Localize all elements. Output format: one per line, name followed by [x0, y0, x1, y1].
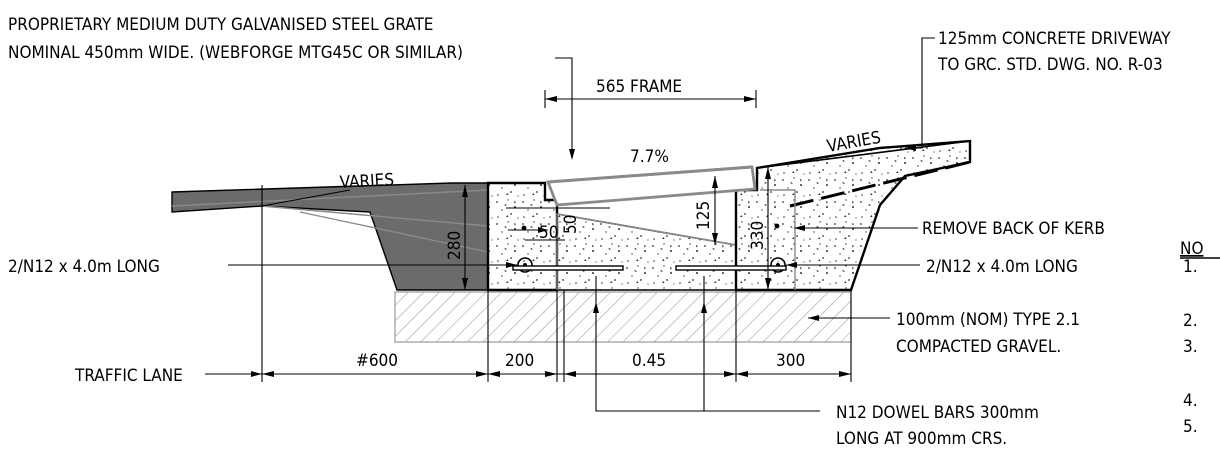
gravel-note-line1: 100mm (NOM) TYPE 2.1 — [896, 310, 1080, 330]
dim-280 — [462, 185, 468, 290]
driveway-note-line2: TO GRC. STD. DWG. NO. R-03 — [937, 55, 1163, 75]
dim-frame — [544, 90, 757, 108]
dim-50a-label: 50 — [539, 223, 558, 243]
note-number-2: 2. — [1183, 311, 1198, 331]
steel-grate — [546, 165, 757, 207]
dim-200-label: 200 — [505, 351, 534, 371]
grate-note-line2: NOMINAL 450mm WIDE. (WEBFORGE MTG45C OR … — [8, 43, 463, 63]
road-pavement-wedge — [171, 182, 489, 291]
driveway-note-line1: 125mm CONCRETE DRIVEWAY — [938, 29, 1171, 49]
frame-dimension-label: 565 FRAME — [596, 77, 682, 97]
dowel-bar-right — [675, 265, 787, 271]
dim-600-label: #600 — [356, 351, 398, 371]
dim-125 — [712, 176, 718, 245]
dim-300-label: 300 — [776, 351, 805, 371]
dim-045-label: 0.45 — [632, 351, 666, 371]
note-number-3: 3. — [1183, 337, 1198, 357]
dim-330-label: 330 — [748, 221, 768, 250]
bars-right-label: 2/N12 x 4.0m LONG — [926, 257, 1078, 277]
note-number-4: 4. — [1183, 391, 1198, 411]
dim-50b-label: 50 — [561, 215, 581, 234]
dowel-note-line2: LONG AT 900mm CRS. — [836, 429, 1007, 449]
traffic-lane-label: TRAFFIC LANE — [74, 366, 183, 386]
dim-125-label: 125 — [694, 201, 714, 230]
varies-left-label: VARIES — [339, 170, 394, 193]
slope-label: 7.7% — [630, 147, 669, 167]
note-number-5: 5. — [1183, 417, 1198, 437]
dowel-bar-left — [512, 265, 624, 271]
notes-heading: NO — [1180, 239, 1203, 259]
remove-kerb-label: REMOVE BACK OF KERB — [922, 219, 1105, 239]
dowel-note-line1: N12 DOWEL BARS 300mm — [836, 403, 1039, 423]
gravel-note-line2: COMPACTED GRAVEL. — [896, 337, 1061, 357]
dim-330 — [765, 167, 771, 290]
bottom-dimension-chain — [261, 185, 852, 382]
bars-left-label: 2/N12 x 4.0m LONG — [8, 257, 160, 277]
dim-280-label: 280 — [445, 231, 465, 260]
grate-note-line1: PROPRIETARY MEDIUM DUTY GALVANISED STEEL… — [8, 15, 433, 35]
gravel-bed — [394, 291, 852, 343]
note-number-1: 1. — [1183, 257, 1198, 277]
